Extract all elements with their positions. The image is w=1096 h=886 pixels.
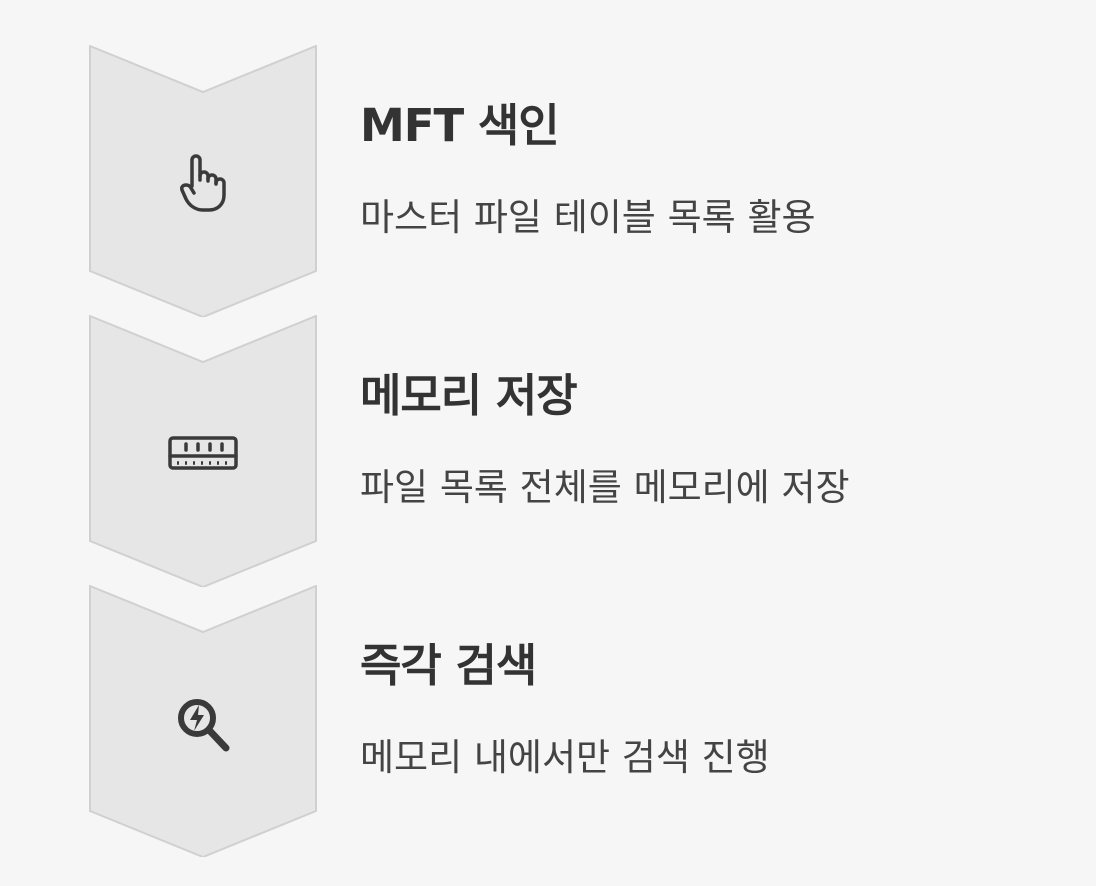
step-description: 메모리 내에서만 검색 진행 bbox=[360, 736, 770, 779]
pointing-hand-icon bbox=[168, 148, 238, 218]
step-description: 마스터 파일 테이블 목록 활용 bbox=[360, 196, 816, 239]
memory-chip-icon bbox=[168, 418, 238, 488]
chevron-shape bbox=[89, 45, 317, 317]
step-instant-search: 즉각 검색 메모리 내에서만 검색 진행 bbox=[0, 585, 1096, 857]
step-mft-index: MFT 색인 마스터 파일 테이블 목록 활용 bbox=[0, 45, 1096, 317]
step-memory-store: 메모리 저장 파일 목록 전체를 메모리에 저장 bbox=[0, 315, 1096, 587]
chevron-shape bbox=[89, 585, 317, 857]
chevron-shape bbox=[89, 315, 317, 587]
step-title: 즉각 검색 bbox=[360, 639, 537, 692]
step-title: MFT 색인 bbox=[360, 99, 560, 152]
step-description: 파일 목록 전체를 메모리에 저장 bbox=[360, 466, 850, 509]
step-title: 메모리 저장 bbox=[360, 369, 578, 422]
quick-search-icon bbox=[168, 688, 238, 758]
